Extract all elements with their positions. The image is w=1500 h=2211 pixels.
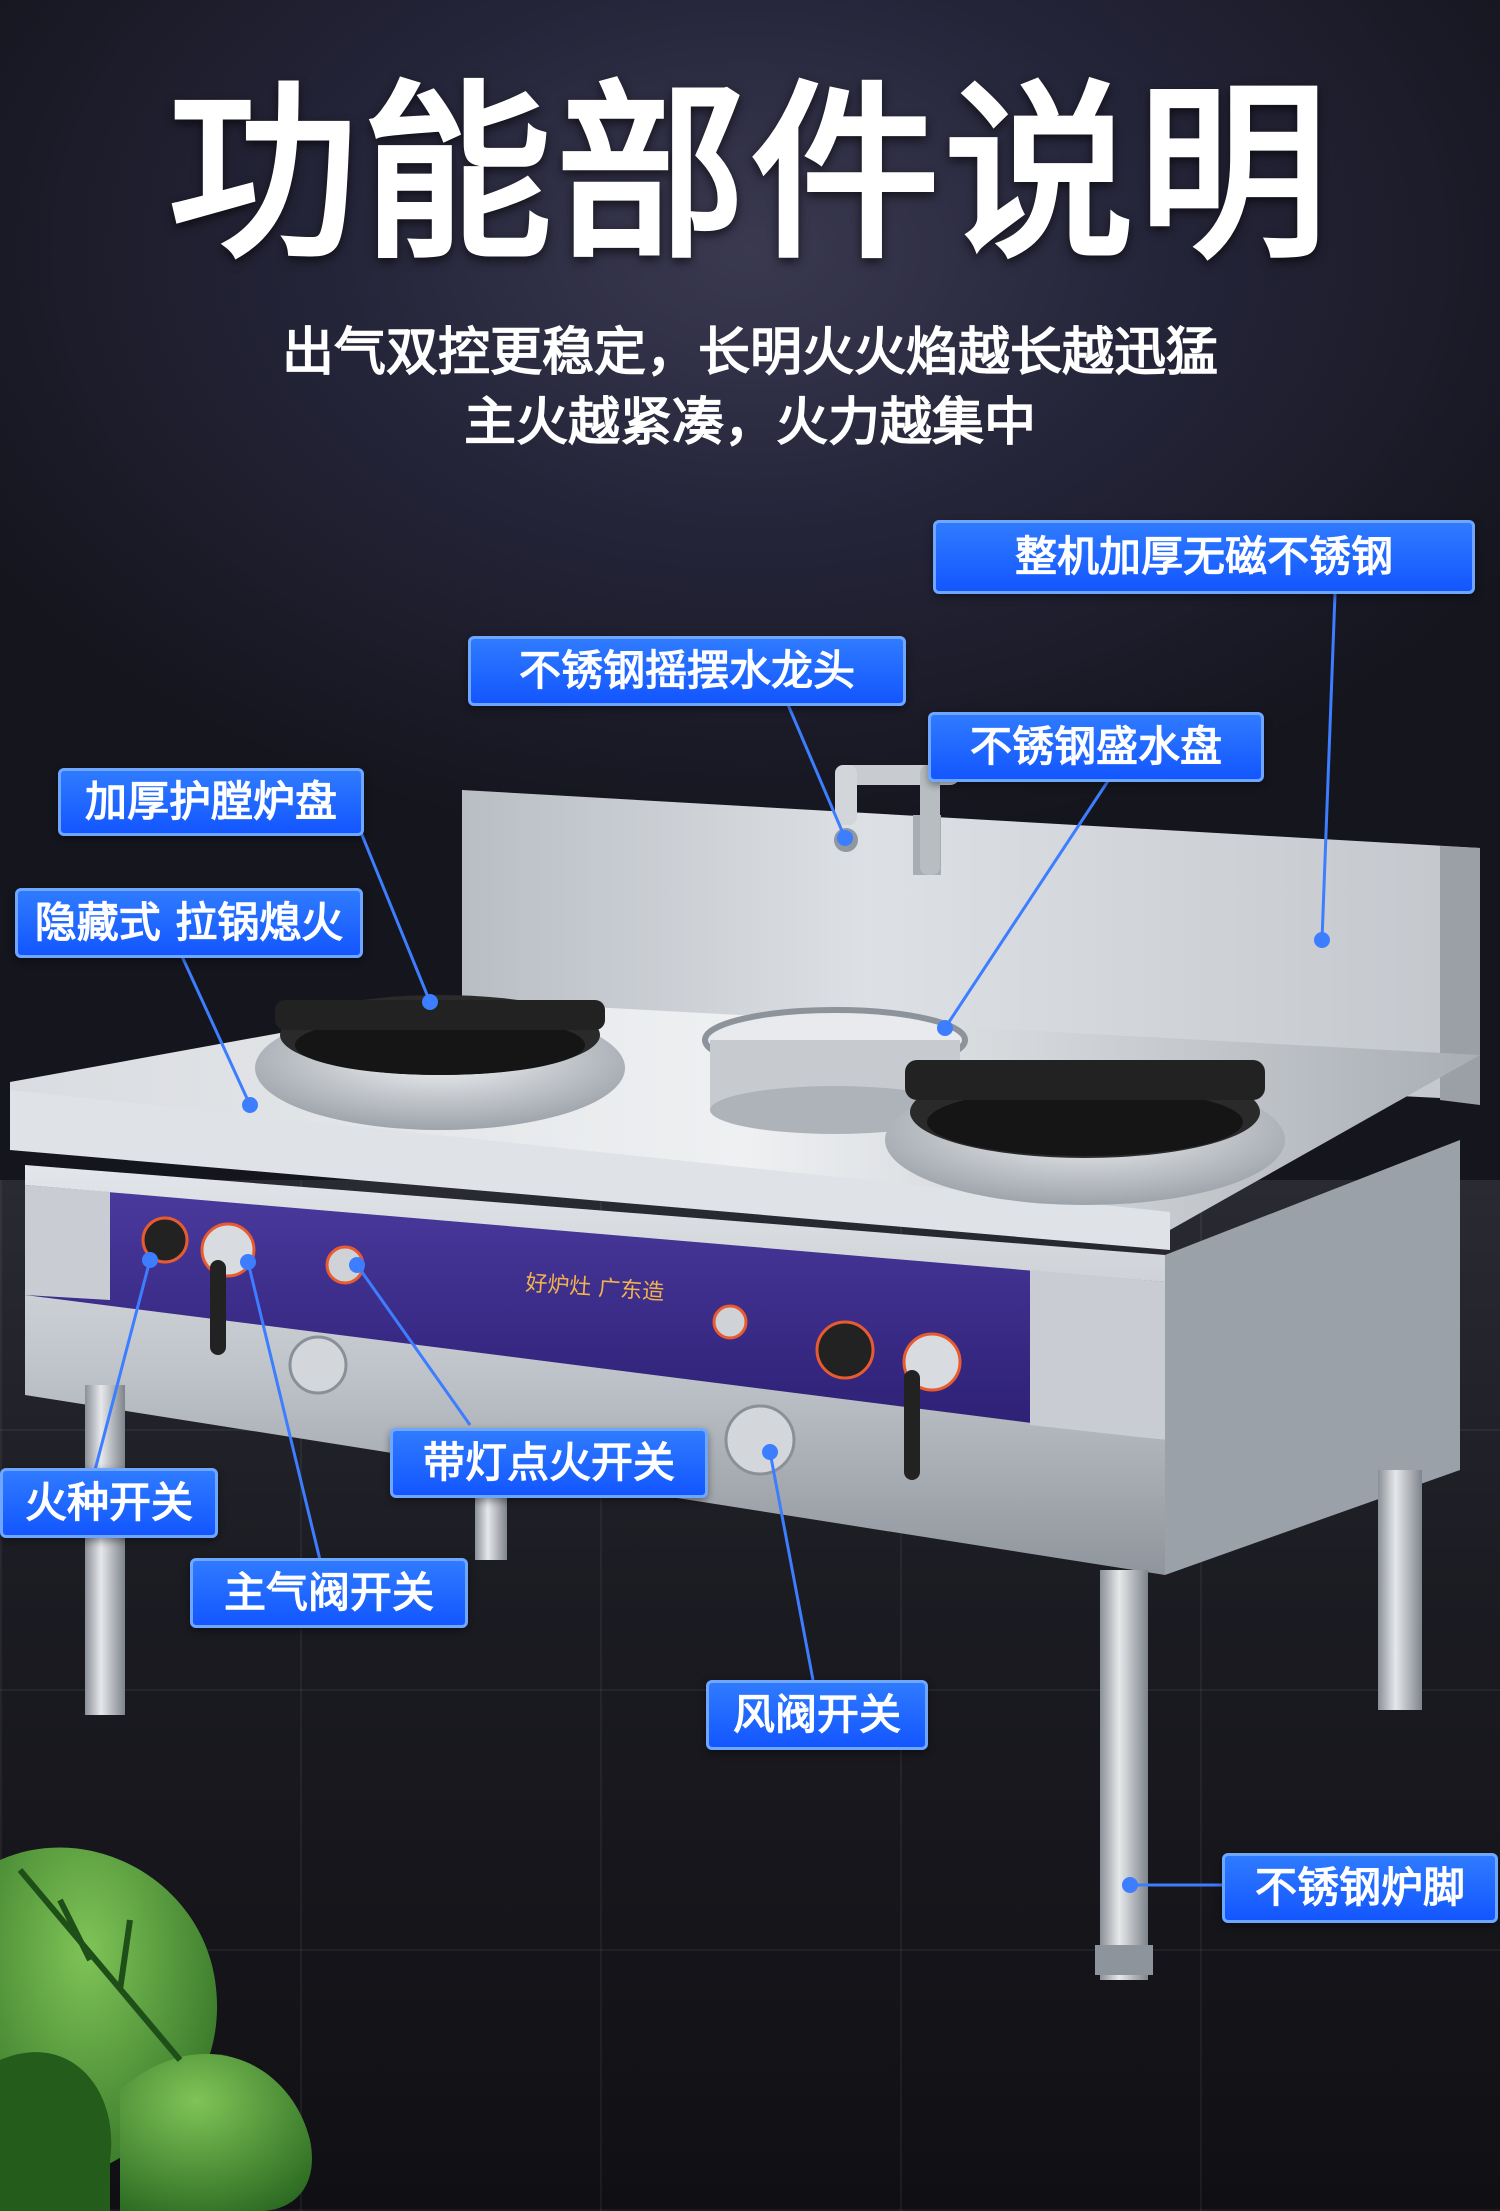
subtitle-line-2: 主火越紧凑，火力越集中 — [463, 393, 1036, 453]
label-air-valve: 风阀开关 — [706, 1680, 928, 1750]
label-pilot-switch: 火种开关 — [0, 1468, 218, 1538]
monstera-leaf-icon — [0, 1847, 312, 2211]
label-legs: 不锈钢炉脚 — [1222, 1853, 1498, 1923]
control-panel — [25, 1185, 1165, 1440]
page-title: 功能部件说明 — [167, 64, 1332, 285]
label-burner-plate: 加厚护膛炉盘 — [58, 768, 364, 836]
label-faucet: 不锈钢摇摆水龙头 — [468, 636, 906, 706]
label-water-tray: 不锈钢盛水盘 — [928, 712, 1264, 782]
label-body: 整机加厚无磁不锈钢 — [933, 520, 1475, 594]
label-main-valve: 主气阀开关 — [190, 1558, 468, 1628]
label-ignition: 带灯点火开关 — [390, 1428, 708, 1498]
knob-icon — [141, 1216, 962, 1480]
subtitle-line-1: 出气双控更稳定，长明火火焰越长越迅猛 — [281, 323, 1218, 383]
label-pull-fire: 隐藏式 拉锅熄火 — [15, 888, 363, 958]
